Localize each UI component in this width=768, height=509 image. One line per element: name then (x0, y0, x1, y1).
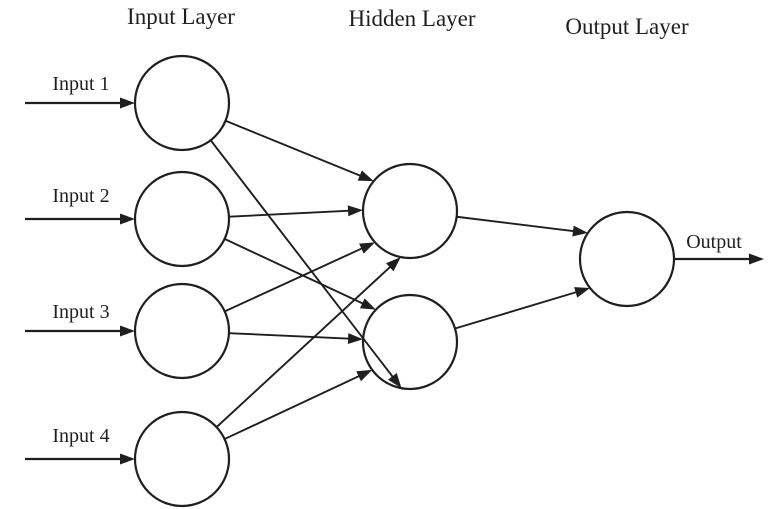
graph-layer (25, 54, 764, 508)
edge-input1-hidden1-head (357, 170, 374, 182)
node-input4 (133, 410, 231, 508)
input-1-label: Input 1 (52, 73, 109, 95)
node-hidden1 (361, 162, 459, 260)
edge-input3-hidden2-head (347, 333, 364, 345)
node-input2 (133, 170, 231, 268)
edge-input2-hidden1-head (347, 205, 364, 217)
output-arrow-head (749, 253, 764, 265)
edge-hidden2-output1-head (574, 287, 591, 298)
input-2-arrow-head (120, 213, 135, 225)
edge-input4-hidden2-head (356, 369, 373, 382)
edge-input4-hidden2-shaft (224, 374, 361, 440)
node-input3 (133, 282, 231, 380)
edge-hidden1-output1-head (572, 225, 588, 237)
input-4-label: Input 4 (52, 425, 109, 447)
edge-input1-hidden2-shaft (209, 139, 395, 379)
edge-input1-hidden2-head (388, 372, 402, 389)
edge-hidden2-output1-shaft (454, 290, 578, 330)
output-layer-title: Output Layer (565, 14, 689, 39)
node-hidden2 (361, 293, 459, 391)
input-3-arrow-head (120, 325, 135, 337)
edge-input3-hidden1-shaft (224, 246, 364, 313)
edge-input4-hidden1-shaft (215, 265, 392, 428)
edge-input1-hidden1-shaft (225, 119, 362, 178)
input-layer-title: Input Layer (127, 4, 235, 29)
edge-hidden1-output1-shaft (456, 215, 576, 233)
input-2-label: Input 2 (52, 185, 109, 207)
output-label: Output (686, 231, 742, 253)
node-input1 (133, 54, 231, 152)
node-output1 (578, 210, 676, 308)
edge-input4-hidden1-head (386, 257, 401, 272)
input-1-arrow-head (120, 97, 135, 109)
edge-input3-hidden1-head (359, 242, 376, 254)
hidden-layer-title: Hidden Layer (348, 6, 475, 31)
input-4-arrow-head (120, 453, 135, 465)
edge-input2-hidden2-head (359, 298, 376, 310)
edge-input2-hidden2-shaft (224, 238, 365, 306)
edge-input2-hidden1-shaft (228, 209, 351, 218)
input-3-label: Input 3 (52, 301, 109, 323)
edge-input3-hidden2-shaft (228, 332, 351, 340)
